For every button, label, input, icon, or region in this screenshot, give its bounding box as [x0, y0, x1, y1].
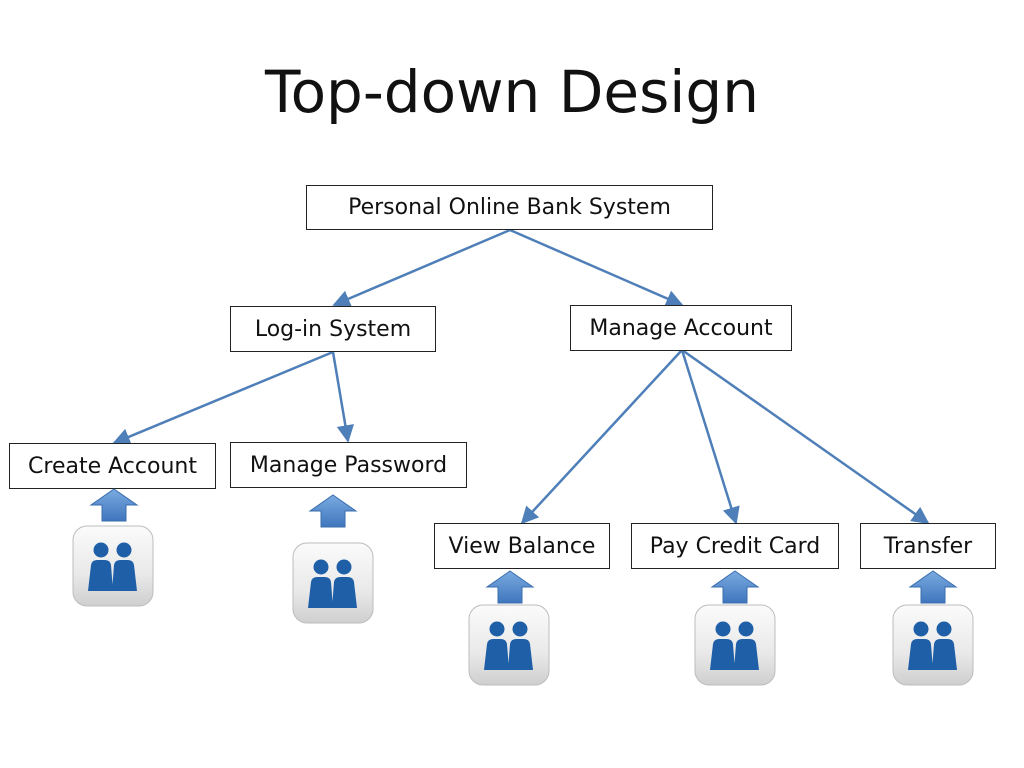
page-title: Top-down Design — [265, 58, 759, 126]
users-icon — [892, 604, 974, 686]
up-arrow-icon — [908, 570, 958, 604]
up-arrow-icon — [485, 570, 535, 604]
node-view-balance: View Balance — [434, 523, 610, 569]
users-icon — [468, 604, 550, 686]
edge-login-create-account — [112, 350, 334, 446]
node-create-account: Create Account — [9, 443, 216, 489]
users-icon — [694, 604, 776, 686]
up-arrow-icon — [710, 570, 760, 604]
edge-manage-account-view-balance — [520, 349, 683, 525]
up-arrow-icon — [89, 488, 139, 522]
users-icon — [72, 525, 154, 607]
node-label: Log-in System — [254, 316, 412, 342]
node-pay-credit-card: Pay Credit Card — [631, 523, 839, 569]
node-manage-password: Manage Password — [230, 442, 467, 488]
up-arrow-icon — [308, 494, 358, 528]
edge-manage-account-pay-credit-card — [680, 349, 740, 525]
node-label: View Balance — [448, 533, 596, 559]
node-label: Pay Credit Card — [649, 533, 821, 559]
node-label: Manage Account — [589, 315, 773, 341]
node-manage-account: Manage Account — [570, 305, 792, 351]
edge-root-login — [332, 228, 511, 307]
node-label: Manage Password — [249, 452, 448, 478]
node-label: Create Account — [28, 453, 197, 479]
node-label: Personal Online Bank System — [348, 195, 671, 220]
edge-root-manage-account — [509, 228, 684, 307]
node-personal-online-bank-system: Personal Online Bank System — [306, 185, 713, 230]
edge-login-manage-password — [331, 351, 355, 443]
node-label: Transfer — [883, 533, 973, 559]
users-icon — [292, 542, 374, 624]
node-transfer: Transfer — [860, 523, 996, 569]
node-log-in-system: Log-in System — [230, 306, 436, 352]
edge-manage-account-transfer — [681, 348, 930, 525]
